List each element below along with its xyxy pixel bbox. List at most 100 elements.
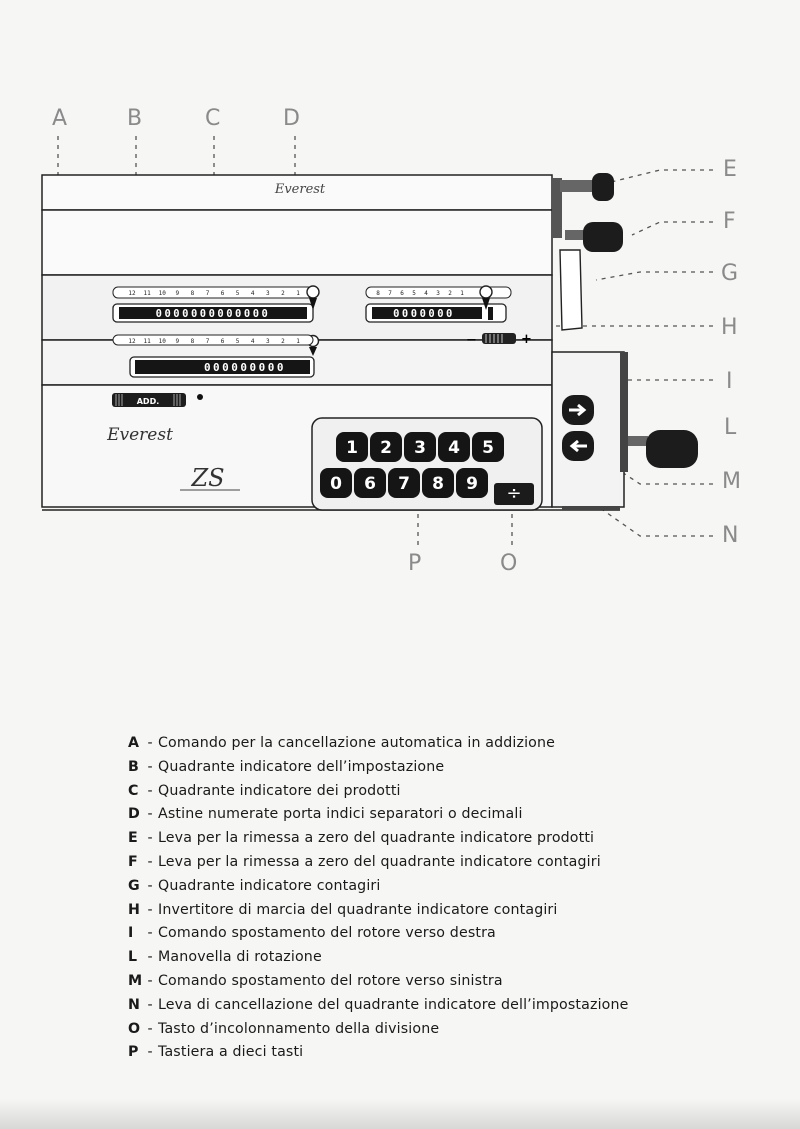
clear-input-lever[interactable]: [562, 506, 620, 510]
scale-tick-label: 2: [448, 290, 452, 297]
number-key[interactable]: [354, 468, 386, 498]
arrow-right-icon: [569, 403, 587, 417]
scale-tick-label: 4: [251, 290, 255, 297]
legend-text: Leva per la rimessa a zero del quadrante…: [158, 853, 601, 870]
legend-dash: -: [147, 830, 153, 847]
scale-tick-label: 6: [221, 290, 225, 297]
machine-body: Everest 12 11 10 9 8 7 6 5 4 3 2 1 0000000000000 8 7…: [41, 173, 698, 511]
callout-e: E: [723, 157, 737, 182]
inverter-knob[interactable]: [482, 333, 516, 344]
number-key[interactable]: [388, 468, 420, 498]
product-register: 0000000000000: [156, 308, 271, 320]
number-key[interactable]: [320, 468, 352, 498]
scale-tick-label: 5: [236, 290, 240, 297]
counter-scale-bar: [365, 286, 512, 299]
leader-g: [595, 271, 713, 281]
diagram-svg: A B C D E F G H I L M N O P Everest: [41, 106, 741, 576]
legend-item: L-Manovella di rotazione: [128, 946, 688, 970]
legend-text: Tasto d’incolonnamento della divisione: [158, 1020, 440, 1037]
product-reset-lever[interactable]: [592, 173, 614, 201]
number-key[interactable]: [456, 468, 488, 498]
callout-h: H: [721, 315, 738, 340]
scale-tick-label: 1: [296, 338, 300, 345]
legend-text: Astine numerate porta indici separatori …: [158, 806, 523, 823]
scale-tick-label: 7: [206, 338, 210, 345]
callout-m: M: [722, 469, 741, 494]
scale-tick-label: 2: [281, 290, 285, 297]
legend-text: Leva per la rimessa a zero del quadrante…: [158, 830, 595, 847]
division-key-label: ÷: [506, 483, 521, 504]
scale-tick-label: 10: [159, 290, 167, 297]
number-key-label: 7: [398, 474, 410, 494]
input-register-window: [135, 360, 310, 374]
scale-tick-label: 9: [175, 338, 179, 345]
plus-sign: +: [521, 332, 532, 347]
counter-reset-lever[interactable]: [583, 222, 623, 252]
legend-key: P: [128, 1044, 139, 1061]
scale-tick-label: 7: [206, 290, 210, 297]
legend-key: B: [128, 758, 139, 775]
number-key[interactable]: [422, 468, 454, 498]
legend-text: Comando spostamento del rotore verso sin…: [158, 972, 503, 989]
number-key-label: 9: [466, 474, 478, 494]
legend-dash: -: [147, 758, 153, 775]
number-key-label: 8: [432, 474, 444, 494]
legend-item: F-Leva per la rimessa a zero del quadran…: [128, 851, 688, 875]
legend-text: Tastiera a dieci tasti: [158, 1044, 304, 1061]
number-key[interactable]: [472, 432, 504, 462]
scale-tick-label: 4: [251, 338, 255, 345]
scan-edge: [0, 1099, 800, 1129]
legend-list: A-Comando per la cancellazione automatic…: [128, 732, 688, 1065]
legend-text: Invertitore di marcia del quadrante indi…: [158, 901, 558, 918]
scale-tick-label: 3: [266, 338, 270, 345]
legend-key: N: [128, 996, 140, 1013]
brand-front: Everest: [106, 425, 173, 445]
add-clear-button[interactable]: [112, 393, 186, 407]
scale-tick-label: 10: [159, 338, 167, 345]
lower-scale-bar: [112, 334, 314, 346]
legend-text: Leva di cancellazione del quadrante indi…: [158, 996, 629, 1013]
number-key[interactable]: [404, 432, 436, 462]
leader-n: [599, 507, 713, 537]
legend-dash: -: [147, 1020, 153, 1037]
legend-text: Comando per la cancellazione automatica …: [158, 735, 556, 751]
counter-register: 0000000: [393, 308, 455, 320]
legend-key: L: [128, 949, 138, 966]
legend-dash: -: [147, 949, 153, 966]
legend-item: P-Tastiera a dieci tasti: [128, 1041, 688, 1065]
number-key-label: 2: [380, 438, 392, 458]
callout-o: O: [500, 551, 517, 576]
number-key[interactable]: [336, 432, 368, 462]
number-key[interactable]: [370, 432, 402, 462]
arrow-left-icon: [569, 439, 587, 453]
number-key[interactable]: [438, 432, 470, 462]
scale-tick-label: 2: [281, 338, 285, 345]
scale-tick-label: 4: [424, 290, 428, 297]
callout-l: L: [724, 415, 737, 440]
legend-dash: -: [147, 1044, 153, 1061]
legend-text: Quadrante indicatore dei prodotti: [158, 782, 401, 799]
scale-tick-label: 8: [191, 338, 195, 345]
minus-sign: −: [466, 333, 477, 348]
scale-tick-label: 12: [128, 290, 136, 297]
scale-tick-label: 8: [376, 290, 380, 297]
leader-f: [631, 221, 713, 236]
counter-register-window: [372, 307, 482, 319]
legend-dash: -: [147, 925, 153, 942]
legend-item: N-Leva di cancellazione del quadrante in…: [128, 994, 688, 1018]
model-name: ZS: [190, 464, 224, 492]
legend-item: H-Invertitore di marcia del quadrante in…: [128, 899, 688, 923]
legend-dash: -: [147, 806, 153, 823]
right-housing: [551, 351, 625, 508]
legend-dash: -: [147, 901, 153, 918]
legend-item: G-Quadrante indicatore contagiri: [128, 875, 688, 899]
scale-tick-label: 11: [143, 338, 151, 345]
crank-handle[interactable]: [646, 430, 698, 468]
legend-item: C-Quadrante indicatore dei prodotti: [128, 780, 688, 804]
division-key[interactable]: [494, 483, 534, 505]
legend-dash: -: [147, 735, 153, 751]
scale-tick-label: 5: [412, 290, 416, 297]
